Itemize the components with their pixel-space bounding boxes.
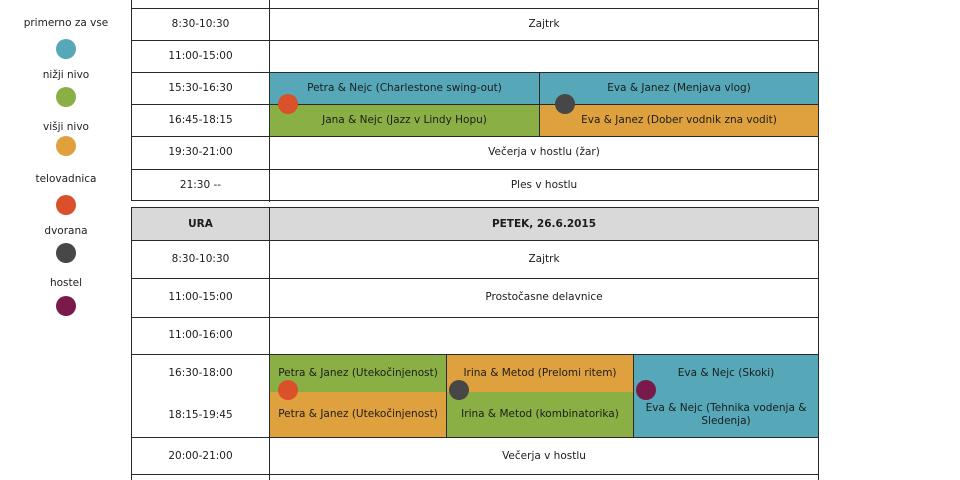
schedule-table-day2: URA PETEK, 26.6.2015 8:30-10:30 11:00-15…: [131, 207, 819, 480]
workshop-cell: Petra & Janez (Utekočinjenost): [270, 392, 446, 437]
time-cell: 11:00-16:00: [168, 329, 233, 341]
workshop-cell: Jana & Nejc (Jazz v Lindy Hopu): [270, 105, 539, 136]
gym-marker: [278, 380, 298, 400]
legend-label-gym: telovadnica: [35, 173, 97, 185]
schedule-table-day1: 8:30-10:30 11:00-15:00 15:30-16:30 16:45…: [131, 0, 819, 202]
legend-dot-lower: [56, 87, 76, 107]
event-cell: Ples v hostlu: [510, 178, 578, 191]
row-divider: [132, 240, 818, 241]
workshop-cell: Eva & Nejc (Skoki): [634, 355, 818, 392]
row-divider: [132, 437, 818, 438]
row-divider: [132, 8, 818, 9]
row-divider: [132, 278, 818, 279]
row-divider: [132, 104, 818, 105]
time-cell: 21:30 --: [179, 178, 222, 191]
workshop-cell: Eva & Janez (Menjava vlog): [540, 73, 818, 104]
row-divider: [132, 354, 818, 355]
row-divider: [132, 40, 818, 41]
time-cell: 8:30-10:30: [171, 17, 230, 30]
column-divider: [446, 354, 447, 437]
event-cell: Večerja v hostlu (žar): [488, 146, 600, 158]
row-divider: [132, 136, 818, 137]
row-divider: [132, 72, 818, 73]
time-cell: 8:30-10:30: [171, 253, 230, 265]
legend-label-hostel: hostel: [49, 277, 83, 289]
time-cell: 19:30-21:00: [168, 146, 233, 158]
event-cell: Zajtrk: [528, 253, 560, 265]
legend-label-higher: višji nivo: [43, 121, 89, 133]
event-cell: Prostočasne delavnice: [485, 291, 603, 303]
row-divider: [132, 169, 818, 170]
legend-label-lower: nižji nivo: [42, 69, 90, 81]
hostel-marker: [636, 380, 656, 400]
time-cell: 11:00-15:00: [168, 49, 233, 62]
legend-label-all: primerno za vse: [23, 17, 109, 29]
header-time-cell: URA: [132, 208, 269, 240]
time-cell: 15:30-16:30: [168, 81, 233, 94]
time-cell: 16:45-18:15: [168, 113, 233, 126]
legend-label-hall: dvorana: [44, 225, 88, 237]
legend-dot-gym: [56, 195, 76, 215]
column-divider: [633, 354, 634, 437]
time-cell: 11:00-15:00: [168, 291, 233, 303]
workshop-cell: Irina & Metod (Prelomi ritem): [447, 355, 633, 392]
workshop-cell: Eva & Nejc (Tehnika vodenja & Sledenja): [634, 392, 818, 437]
legend-dot-higher: [56, 136, 76, 156]
header-day-cell: PETEK, 26.6.2015: [270, 208, 818, 240]
workshop-cell: Petra & Nejc (Charlestone swing-out): [270, 73, 539, 104]
gym-marker: [278, 94, 298, 114]
hall-marker: [449, 380, 469, 400]
event-cell: [270, 317, 818, 354]
column-divider: [269, 208, 270, 480]
time-cell: 18:15-19:45: [168, 408, 233, 421]
legend-dot-hall: [56, 243, 76, 263]
event-cell: Zajtrk: [528, 17, 560, 30]
legend-dot-hostel: [56, 296, 76, 316]
legend-dot-all: [56, 39, 76, 59]
row-divider: [132, 317, 818, 318]
hall-marker: [555, 94, 575, 114]
workshop-cell: Petra & Janez (Utekočinjenost): [270, 355, 446, 392]
event-cell: Večerja v hostlu: [502, 449, 586, 462]
workshop-cell: Eva & Janez (Dober vodnik zna vodit): [540, 105, 818, 136]
workshop-cell: Irina & Metod (kombinatorika): [447, 392, 633, 437]
time-cell: 16:30-18:00: [168, 366, 233, 379]
event-cell: [270, 40, 818, 72]
column-divider: [539, 72, 540, 136]
row-divider: [132, 474, 818, 475]
column-divider: [269, 0, 270, 202]
time-cell: 20:00-21:00: [168, 449, 233, 462]
